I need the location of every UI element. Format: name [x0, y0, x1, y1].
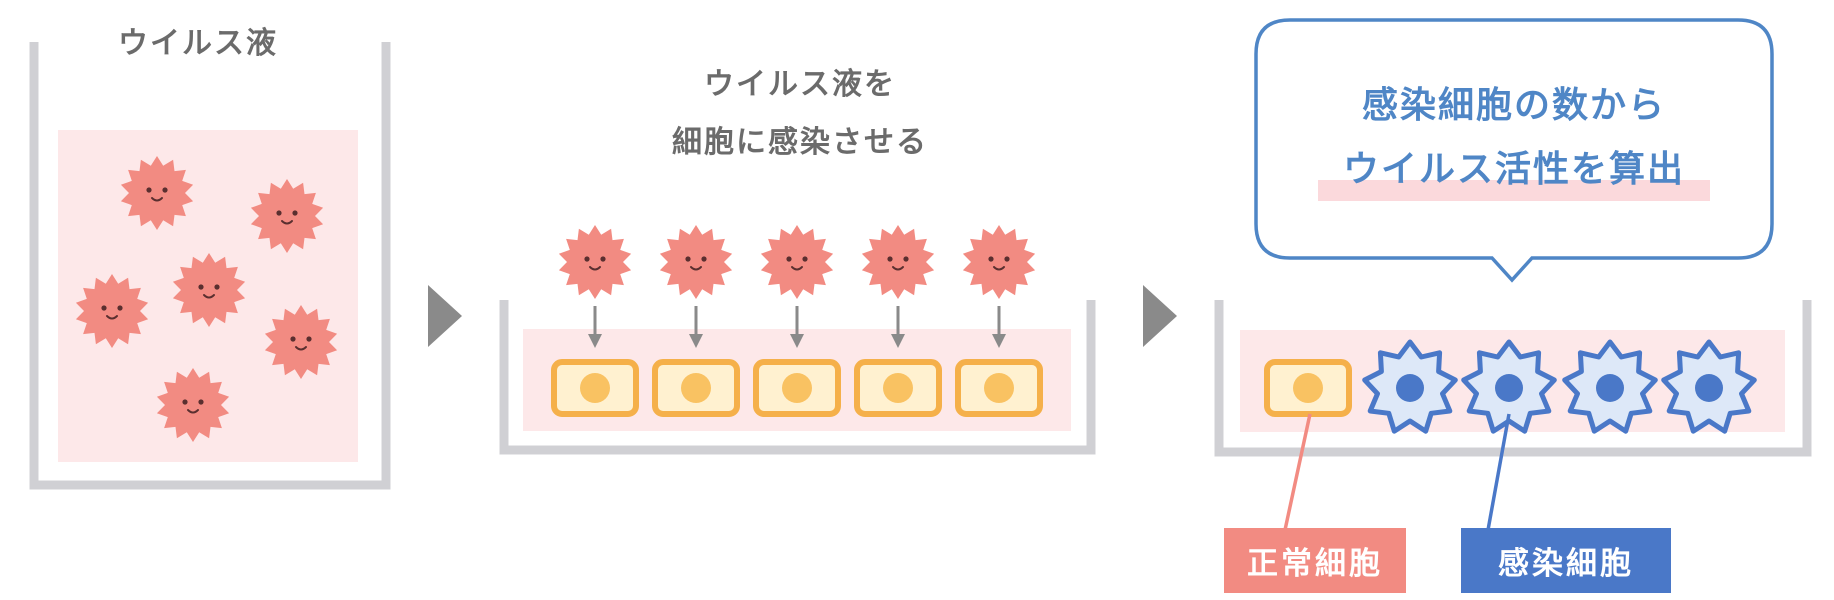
down-arrow — [588, 306, 602, 348]
normal-cell-icon — [652, 359, 740, 417]
infected-cell-label: 感染細胞 — [1461, 528, 1671, 593]
virus-icon — [861, 225, 935, 299]
bubble-line2: ウイルス活性を算出 — [1342, 149, 1685, 190]
infected-cell-icon — [1362, 339, 1458, 434]
beaker-1-outline — [29, 42, 391, 490]
down-arrow — [689, 306, 703, 348]
next-step-arrow-2 — [1143, 285, 1177, 347]
step2-caption-line2: 細胞に感染させる — [672, 125, 928, 160]
virus-icon — [120, 156, 194, 230]
normal-cell-icon — [854, 359, 942, 417]
bubble-text: 感染細胞の数から ウイルス活性を算出 — [1256, 74, 1772, 202]
virus-group — [75, 156, 338, 442]
infected-cell-icon — [1562, 339, 1658, 434]
result-cell-row — [1264, 339, 1757, 434]
virus-icon — [962, 225, 1036, 299]
normal-cell-icon — [955, 359, 1043, 417]
virus-icon — [760, 225, 834, 299]
virus-icon — [250, 179, 324, 253]
virus-icon — [659, 225, 733, 299]
next-step-arrow-1 — [428, 285, 462, 347]
normal-cell-icon — [1264, 359, 1352, 417]
normal-cell-label: 正常細胞 — [1224, 528, 1406, 593]
virus-row — [558, 225, 1036, 299]
highlight-underline — [1318, 180, 1710, 201]
dish-2-outline — [499, 300, 1096, 455]
down-arrow — [891, 306, 905, 348]
down-arrow — [790, 306, 804, 348]
normal-cell-icon — [753, 359, 841, 417]
down-arrow — [992, 306, 1006, 348]
step2-caption: ウイルス液を 細胞に感染させる — [640, 56, 960, 172]
virus-icon — [264, 305, 338, 379]
virus-liquid-title: ウイルス液 — [118, 26, 278, 61]
normal-cell-icon — [551, 359, 639, 417]
speech-bubble — [1254, 18, 1774, 283]
normal-cell-row — [551, 359, 1043, 417]
dish-3-outline — [1214, 300, 1812, 457]
virus-icon — [172, 253, 246, 327]
infection-arrows — [588, 306, 1006, 348]
normal-cell-leader-line — [1283, 413, 1312, 531]
bubble-line1: 感染細胞の数から — [1361, 85, 1666, 126]
infected-cell-icon — [1661, 339, 1757, 434]
virus-icon — [75, 274, 149, 348]
virus-icon — [156, 368, 230, 442]
virus-icon — [558, 225, 632, 299]
step2-caption-line1: ウイルス液を — [704, 67, 896, 102]
infected-cell-leader-line — [1486, 413, 1511, 531]
infected-cell-icon — [1461, 339, 1557, 434]
